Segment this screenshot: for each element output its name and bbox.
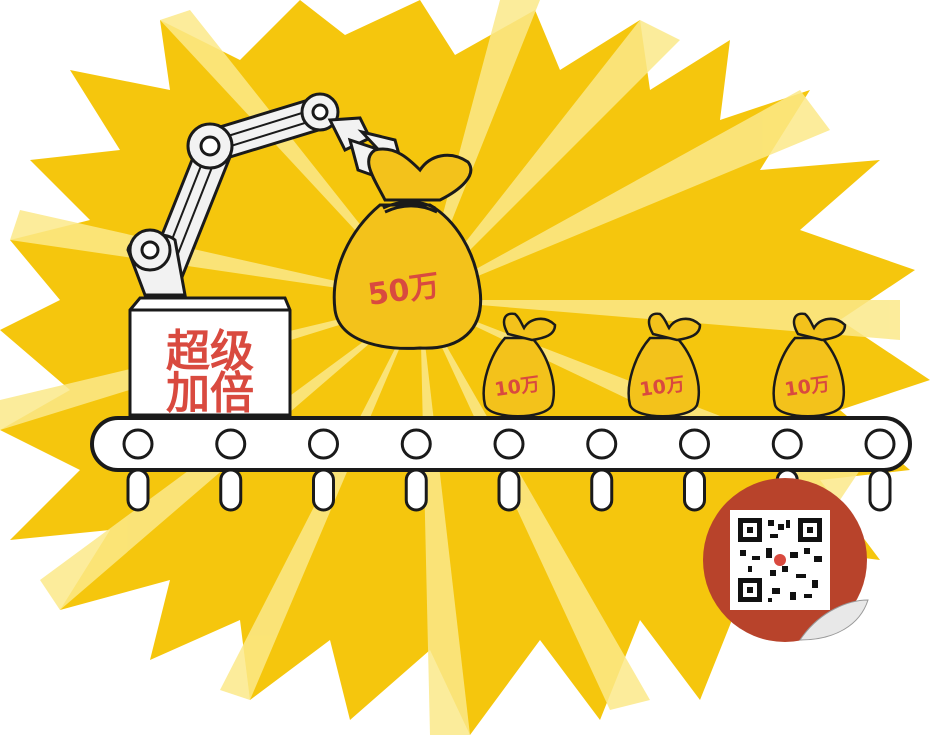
conveyor-roller — [122, 428, 154, 460]
conveyor-leg — [404, 468, 428, 512]
conveyor-roller — [679, 428, 710, 460]
conveyor-leg — [312, 468, 335, 512]
machine-label-line2: 加倍 — [166, 368, 254, 419]
conveyor-roller — [864, 428, 896, 460]
small-money-bag-2: 10万 — [627, 312, 702, 418]
small-money-bag-1: 10万 — [482, 312, 557, 418]
conveyor-leg — [497, 468, 521, 512]
conveyor-leg — [590, 468, 614, 512]
machine-box: 超级 加倍 — [128, 296, 292, 419]
conveyor-roller — [771, 428, 803, 460]
conveyor-leg — [683, 468, 706, 512]
large-money-bag: 50万 — [332, 147, 483, 350]
conveyor-leg — [868, 468, 892, 512]
conveyor-roller — [586, 428, 618, 460]
machine-label-line1: 超级 — [166, 326, 254, 377]
conveyor-roller — [308, 428, 339, 460]
conveyor-roller — [493, 428, 525, 460]
conveyor-rollers — [122, 428, 896, 512]
conveyor-roller — [215, 428, 247, 460]
conveyor-leg — [126, 468, 150, 512]
small-money-bag-3: 10万 — [772, 312, 847, 418]
qr-code-icon — [738, 518, 822, 602]
qr-sticker — [703, 478, 869, 642]
conveyor-roller — [400, 428, 432, 460]
conveyor-belt — [90, 416, 912, 512]
conveyor-leg — [219, 468, 243, 512]
